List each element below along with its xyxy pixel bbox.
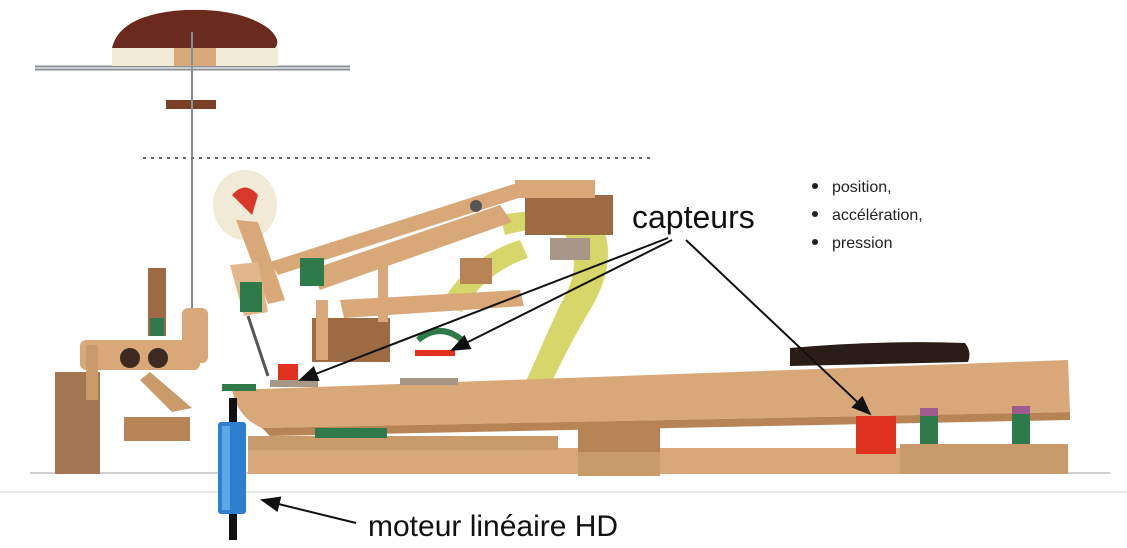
top-damper-assembly	[35, 9, 350, 310]
sensor-types-list: position, accélération, pression	[812, 179, 923, 252]
key-frame	[248, 406, 1068, 476]
sensor-type-acceleration: accélération,	[832, 207, 923, 224]
sensor-wippen	[415, 350, 455, 356]
sensors-label: capteurs	[632, 199, 755, 235]
damper-lever	[80, 308, 208, 412]
sensor-type-pressure: pression	[832, 235, 892, 252]
hammer-assembly	[213, 170, 285, 377]
sensor-key	[856, 416, 896, 454]
bullet-3	[812, 239, 818, 245]
wippen	[270, 180, 613, 362]
bullet-2	[812, 211, 818, 217]
motor-label: moteur linéaire HD	[368, 510, 618, 543]
sensor-hammer	[278, 364, 298, 380]
linear-motor	[218, 398, 246, 540]
annotation-arrows	[260, 237, 872, 524]
sensor-type-position: position,	[832, 179, 892, 196]
left-support	[55, 268, 190, 474]
bullet-1	[812, 183, 818, 189]
